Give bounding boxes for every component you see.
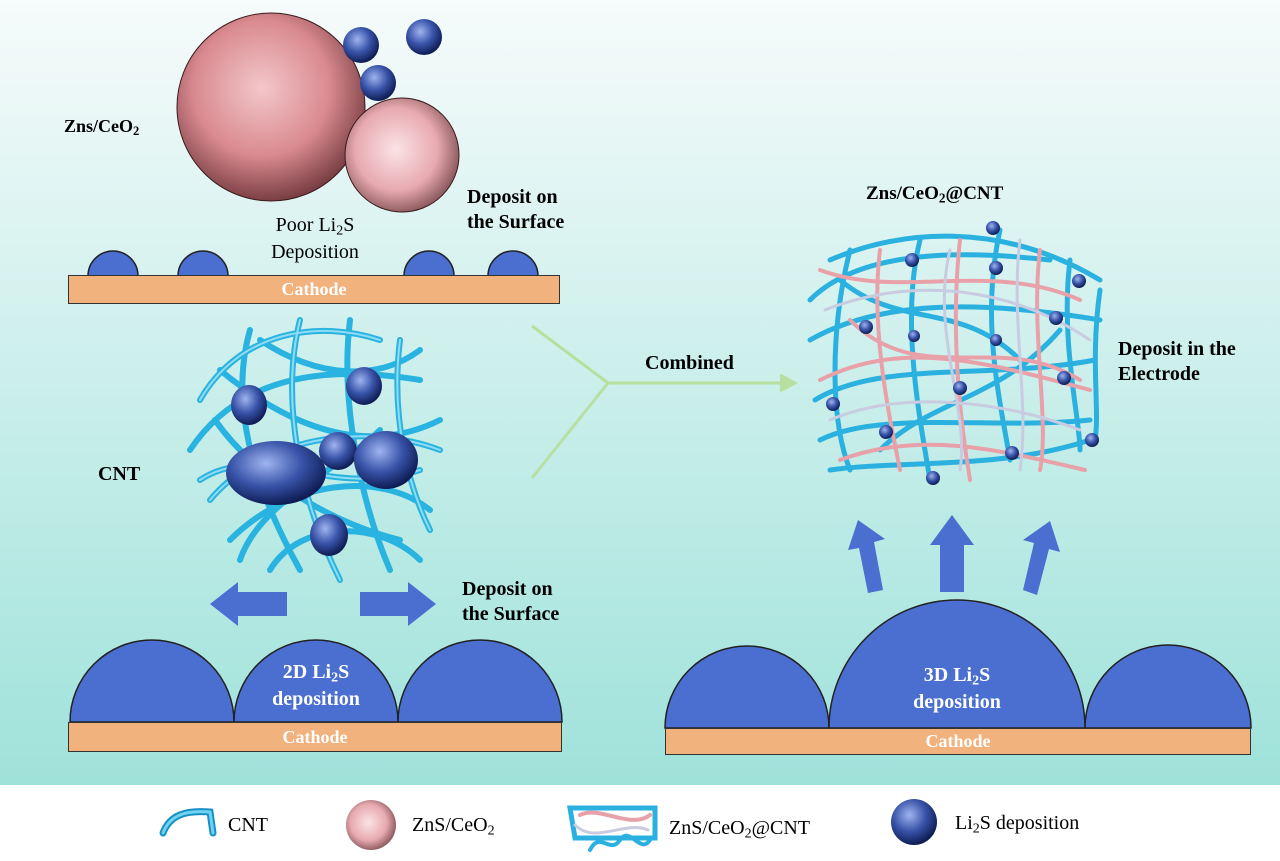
zns-ceo2-large-sphere: [176, 12, 366, 202]
deposit-dome: [487, 250, 539, 277]
deposition-3d-line1: 3D Li2S: [923, 664, 991, 689]
zns-ceo2-small-sphere: [344, 97, 460, 213]
up-arrow-center: [930, 515, 974, 592]
deposit-dome-2d-center: [233, 639, 399, 723]
deposit-dome-3d-right: [1084, 644, 1252, 729]
top-deposit-line1: Deposit on: [467, 186, 558, 208]
deposition-2d-label: 2D Li2S deposition: [244, 660, 388, 712]
legend-background: [0, 785, 1280, 861]
zns-ceo2-label-sub: 2: [133, 124, 140, 139]
middle-cathode: Cathode: [68, 722, 562, 752]
middle-cathode-label: Cathode: [282, 727, 348, 747]
li2s-particle: [354, 431, 418, 489]
li2s-particle: [310, 514, 348, 556]
top-deposit-line2: the Surface: [467, 211, 565, 233]
legend-li2s-icon: [891, 799, 937, 845]
deposit-dome-3d-center: [828, 599, 1086, 729]
cnt-li2s-particles: [226, 367, 418, 556]
combined-arrow: [530, 324, 799, 479]
middle-deposit-line1: Deposit on: [462, 578, 553, 600]
deposit-3d-group: [664, 599, 1252, 729]
cnt-label: CNT: [98, 463, 141, 485]
legend-cnt-icon: [159, 808, 217, 837]
zns-ceo2-label-text: Zns/CeO: [64, 116, 134, 136]
deposit-dome: [177, 250, 229, 277]
up-arrow-left: [848, 520, 885, 593]
deposit-dome: [403, 250, 455, 277]
li2s-particle: [231, 385, 267, 425]
left-arrow: [210, 582, 287, 626]
right-cathode: Cathode: [665, 728, 1251, 755]
legend-cnt-label: CNT: [228, 814, 268, 836]
li2s-particle: [319, 432, 357, 470]
deposit-electrode-line1: Deposit in the: [1118, 338, 1236, 360]
deposition-3d-label: 3D Li2S deposition: [880, 663, 1034, 715]
composite-li2s-dots: [826, 221, 1099, 485]
li2s-particle: [346, 367, 382, 405]
deposit-electrode-line2: Electrode: [1118, 363, 1200, 385]
deposition-3d-line2: deposition: [913, 691, 1001, 713]
middle-deposit-surface-label: Deposit on the Surface: [462, 577, 559, 627]
deposit-dome: [87, 250, 139, 277]
poor-deposition-line1: Poor Li2S: [275, 214, 355, 239]
li2s-particle: [226, 441, 326, 505]
right-cathode-label: Cathode: [925, 731, 991, 751]
top-panel: [87, 12, 539, 277]
deposition-2d-line2: deposition: [272, 688, 360, 710]
legend-composite-label: ZnS/CeO2@CNT: [669, 817, 810, 842]
top-cathode: Cathode: [68, 275, 560, 304]
li2s-sphere: [343, 27, 379, 63]
up-arrow-right: [1023, 521, 1060, 595]
composite-title: Zns/CeO2@CNT: [866, 183, 1004, 206]
middle-deposit-line2: the Surface: [462, 603, 560, 625]
legend-zns-ceo2-label: ZnS/CeO2: [412, 814, 495, 839]
top-deposit-surface-label: Deposit on the Surface: [467, 185, 564, 235]
right-arrow: [360, 582, 436, 626]
deposit-2d-group: [69, 639, 563, 723]
legend-composite-icon: [567, 805, 658, 852]
top-cathode-label: Cathode: [281, 279, 347, 299]
li2s-sphere: [360, 65, 396, 101]
deposition-2d-line1: 2D Li2S: [282, 661, 350, 686]
combined-label: Combined: [645, 352, 734, 374]
li2s-sphere: [406, 19, 442, 55]
deposit-dome-2d-left: [69, 639, 235, 723]
poor-deposition-label: Poor Li2S Deposition: [250, 213, 380, 264]
zns-ceo2-label: Zns/CeO2: [64, 116, 139, 139]
legend-li2s-label: Li2S deposition: [955, 812, 1080, 837]
legend-zns-ceo2-icon: [346, 800, 396, 850]
deposit-in-electrode-label: Deposit in the Electrode: [1118, 337, 1236, 387]
poor-deposition-line2: Deposition: [271, 241, 359, 264]
deposit-dome-3d-left: [664, 645, 830, 729]
deposit-dome-2d-right: [397, 639, 563, 723]
